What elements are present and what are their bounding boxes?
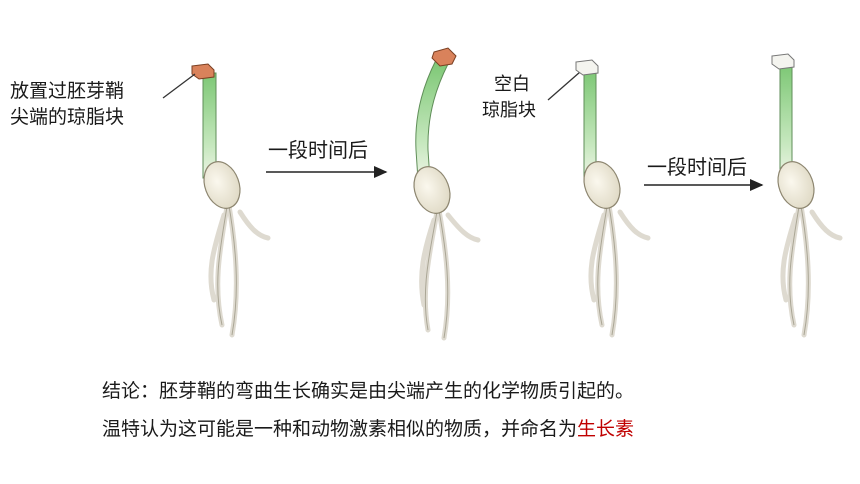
seed (583, 161, 621, 209)
roots (419, 202, 481, 341)
coleoptile-stem (415, 59, 449, 181)
roots (588, 197, 651, 338)
agar-block-treated (431, 47, 457, 67)
conclusion-line-1: 结论：胚芽鞘的弯曲生长确实是由尖端产生的化学物质引起的。 (102, 380, 635, 402)
seedling-1-straight-treated (191, 63, 271, 338)
agar-block-treated (191, 63, 215, 80)
label-blank-agar-line1: 空白 (494, 74, 530, 95)
label-blank-agar-line2: 琼脂块 (482, 100, 536, 121)
agar-block-blank (575, 59, 599, 76)
label-after-time-1: 一段时间后 (268, 138, 368, 162)
seed (413, 166, 451, 214)
seed (777, 161, 815, 209)
label-agar-with-tip-line1: 放置过胚芽鞘 (10, 80, 125, 102)
auxin-term: 生长素 (577, 418, 635, 440)
label-agar-with-tip: 放置过胚芽鞘 尖端的琼脂块 (10, 78, 124, 130)
seedling-2-bent-treated (413, 47, 481, 341)
agar-block-blank (771, 53, 795, 70)
conclusion-line-2-text: 温特认为这可能是一种和动物激素相似的物质，并命名为 (102, 418, 578, 440)
label-pointer-1 (162, 73, 196, 99)
seedling-4-straight-blank (771, 53, 843, 338)
label-pointer-2 (547, 71, 581, 101)
seedling-3-straight-blank (575, 59, 651, 338)
coleoptile-stem (779, 63, 793, 179)
label-blank-agar: 空白 琼脂块 (482, 72, 536, 124)
label-agar-with-tip-line2: 尖端的琼脂块 (10, 106, 125, 128)
label-after-time-2: 一段时间后 (647, 155, 747, 179)
roots (208, 197, 271, 338)
conclusion-line-2: 温特认为这可能是一种和动物激素相似的物质，并命名为生长素 (102, 414, 634, 441)
roots (780, 197, 843, 338)
seed (203, 161, 241, 209)
